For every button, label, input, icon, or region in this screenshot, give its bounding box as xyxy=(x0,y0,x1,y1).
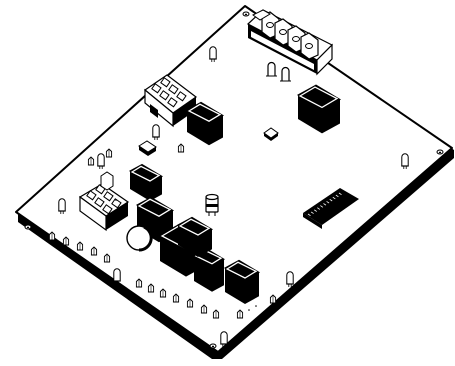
dip-ic-icon xyxy=(303,188,359,229)
pin-icon xyxy=(200,304,208,314)
buzzer-icon xyxy=(126,225,153,252)
pin-icon xyxy=(135,278,143,288)
relay-cube-icon xyxy=(296,84,342,134)
screw-terminal-icon xyxy=(246,9,334,76)
pin-icon xyxy=(212,309,220,319)
pin-icon xyxy=(147,283,155,293)
small-capacitors xyxy=(266,61,291,82)
pin-icon xyxy=(76,241,84,251)
pin-icon xyxy=(186,298,194,308)
hole-icon xyxy=(242,11,250,17)
relay-cube-icon xyxy=(185,101,225,146)
circuit-board xyxy=(15,5,454,359)
pin-icon xyxy=(177,143,185,153)
pin-icon xyxy=(105,148,113,158)
pin-icon xyxy=(87,156,95,166)
hole-icon xyxy=(436,149,444,155)
capacitor-icon xyxy=(205,193,219,216)
small-transistor xyxy=(263,127,279,141)
pin-icon xyxy=(172,293,180,303)
pin-icon xyxy=(159,288,167,298)
pin-icon xyxy=(62,236,70,246)
pin-icon xyxy=(48,231,56,241)
relays xyxy=(128,84,342,304)
hole-icon xyxy=(24,224,32,230)
pin-icon xyxy=(236,309,244,319)
pin-icon xyxy=(269,294,277,304)
molex-connector-icon xyxy=(144,74,198,128)
relay-cube-icon xyxy=(128,163,164,201)
solder-points xyxy=(115,199,257,311)
relay-cube-icon xyxy=(223,259,261,304)
hole-icon xyxy=(209,343,217,349)
pin-icon xyxy=(90,246,98,256)
pin-icon xyxy=(103,253,111,263)
molex-connector-icon xyxy=(78,171,130,232)
relay-cube-icon xyxy=(176,216,214,257)
small-chip xyxy=(138,140,157,156)
